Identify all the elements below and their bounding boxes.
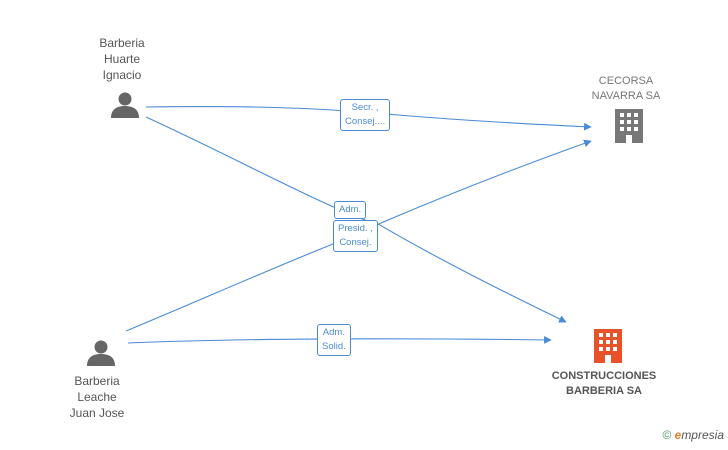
edge-label-line: Consej. <box>339 237 372 248</box>
name-line: Ignacio <box>102 68 142 82</box>
empresia-credit[interactable]: © empresia <box>662 428 724 442</box>
name-line: Barberia <box>99 36 145 50</box>
company-top-label[interactable]: CECORSA NAVARRA SA <box>576 74 676 104</box>
edge-label-line: Solid. <box>322 341 346 352</box>
edge-huarte-cecorsa <box>145 106 592 131</box>
edge-label-line: Secr. , <box>351 102 379 113</box>
company-line: BARBERIA SA <box>566 385 642 397</box>
empresia-logo: empresia <box>675 428 724 442</box>
building-icon[interactable] <box>613 109 645 143</box>
company-line: CECORSA <box>598 75 654 87</box>
edge-label-presid-consej[interactable]: Presid. , Consej. <box>333 220 378 252</box>
name-line: Huarte <box>103 52 141 66</box>
edge-label-adm[interactable]: Adm. <box>334 201 367 219</box>
name-line: Barberia <box>74 374 120 388</box>
company-main-label[interactable]: CONSTRUCCIONES BARBERIA SA <box>539 369 669 399</box>
edge-huarte-construcciones <box>145 116 567 323</box>
edge-label-line: Presid. , <box>338 223 373 234</box>
edge-label-line: Consej.... <box>345 116 386 127</box>
brand-rest: mpresia <box>681 428 724 442</box>
copyright-symbol: © <box>662 428 672 442</box>
person-icon[interactable] <box>110 90 140 120</box>
company-line: CONSTRUCCIONES <box>551 370 657 382</box>
edge-label-adm-solid[interactable]: Adm. Solid. <box>317 324 351 356</box>
brand-first-letter: e <box>674 428 682 442</box>
name-line: Juan Jose <box>69 406 125 420</box>
person-bottom-label[interactable]: Barberia Leache Juan Jose <box>57 373 137 421</box>
edge-label-line: Adm. <box>322 327 345 338</box>
company-line: NAVARRA SA <box>591 90 661 102</box>
name-line: Leache <box>77 390 117 404</box>
building-icon[interactable] <box>592 329 624 363</box>
edge-label-secr-consej[interactable]: Secr. , Consej.... <box>340 99 391 131</box>
edge-label-line: Adm. <box>339 204 362 215</box>
person-top-label[interactable]: Barberia Huarte Ignacio <box>82 35 162 83</box>
person-icon[interactable] <box>86 338 116 368</box>
